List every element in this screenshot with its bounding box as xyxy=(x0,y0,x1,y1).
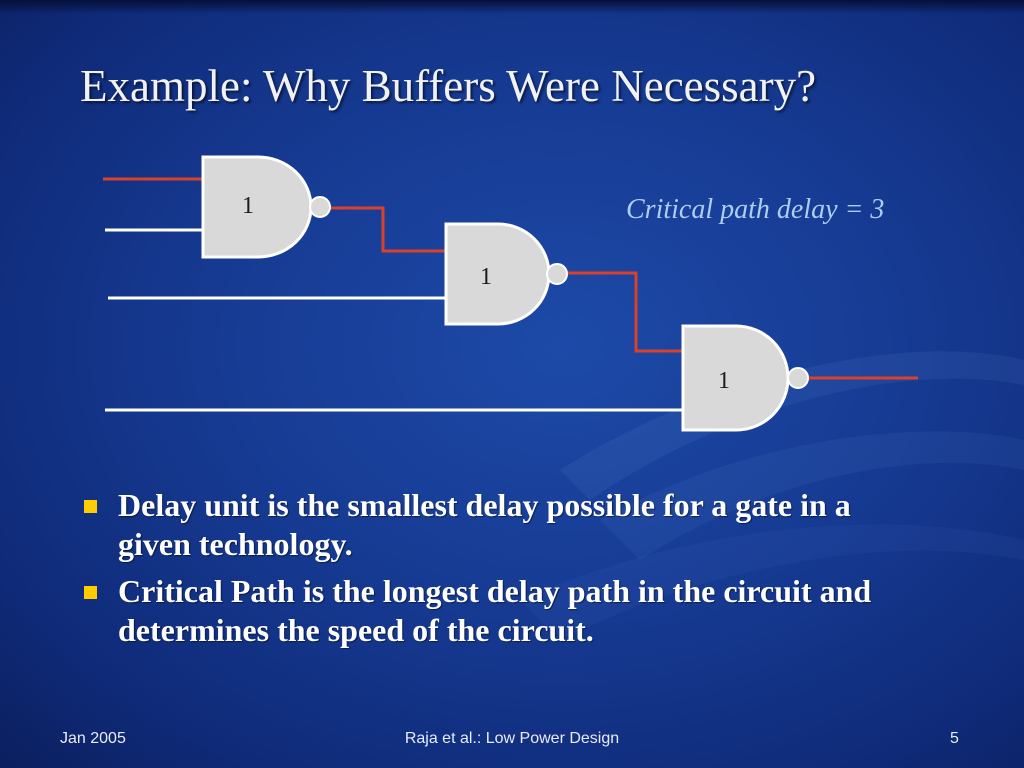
top-bar xyxy=(0,0,1024,14)
footer-title: Raja et al.: Low Power Design xyxy=(404,730,620,747)
nand-gate-3: 1 xyxy=(681,324,809,432)
page-number: 5 xyxy=(950,730,959,747)
gate2-inversion-bubble xyxy=(546,263,568,285)
nand-gate-2: 1 xyxy=(444,222,568,326)
gate1-inversion-bubble xyxy=(309,196,331,218)
gate1-delay-label: 1 xyxy=(242,193,254,219)
slide-title: Example: Why Buffers Were Necessary? xyxy=(80,61,817,111)
bullet-item-critical-path: Critical Path is the longest delay path … xyxy=(80,572,910,650)
bullet-text: Delay unit is the smallest delay possibl… xyxy=(118,487,851,562)
nand-gate-1: 1 xyxy=(201,155,331,259)
gate3-delay-label: 1 xyxy=(718,368,730,394)
bullet-item-delay-unit: Delay unit is the smallest delay possibl… xyxy=(80,486,910,564)
bullet-text: Critical Path is the longest delay path … xyxy=(118,573,872,648)
square-bullet-icon xyxy=(84,586,97,599)
gate3-inversion-bubble xyxy=(787,367,809,389)
bullet-list: Delay unit is the smallest delay possibl… xyxy=(80,486,910,658)
critical-path-annotation: Critical path delay = 3 xyxy=(626,194,885,225)
gate2-delay-label: 1 xyxy=(480,264,492,290)
footer-date: Jan 2005 xyxy=(60,730,126,747)
square-bullet-icon xyxy=(84,500,97,513)
gate1-to-gate2-critical-wire xyxy=(331,206,446,253)
gate2-to-gate3-critical-wire xyxy=(567,271,683,353)
